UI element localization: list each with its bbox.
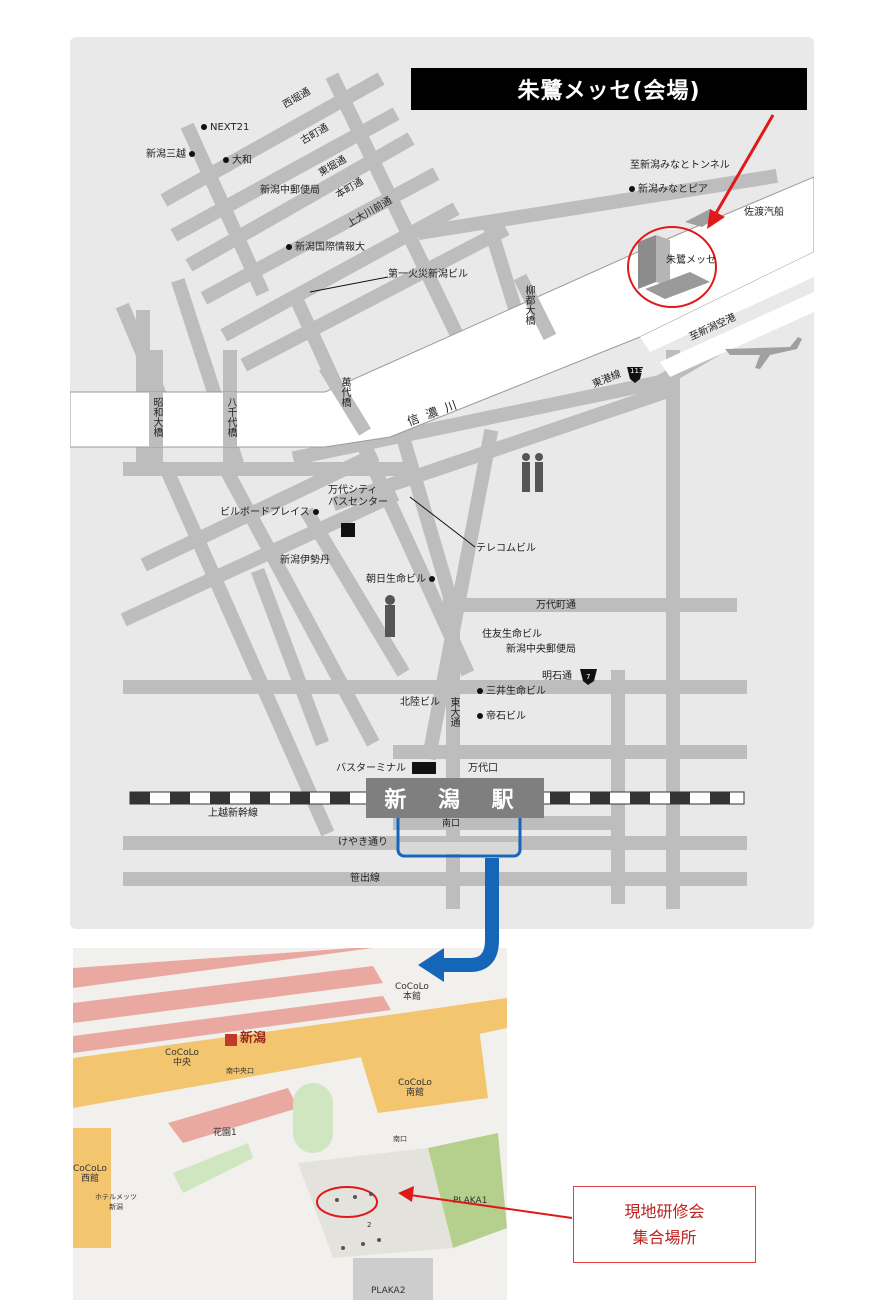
label-area-num: 2 [367, 1221, 372, 1229]
tokimesse-building [627, 226, 717, 308]
bandai-city-box [341, 523, 355, 537]
cocolo-nankan [358, 1020, 488, 1113]
label-bandai-city-2: バスセンター [328, 497, 388, 508]
cocolo-seikan [73, 1128, 111, 1248]
road-cross-2 [325, 72, 480, 372]
airplane-icon [725, 337, 802, 369]
meeting-line-1: 現地研修会 [624, 1201, 705, 1221]
label-post-chuo: 新潟中郵便局 [260, 185, 320, 196]
bus-terminal-box [412, 762, 436, 774]
park-oval [293, 1083, 333, 1153]
label-yachiyo-bridge: 八千代橋 [225, 397, 236, 437]
road-sw-8 [250, 567, 330, 747]
plaka1-building [428, 1133, 507, 1248]
label-route7: 7 [586, 673, 591, 681]
label-bus-terminal: バスターミナル [336, 763, 406, 774]
road-sw-7 [300, 507, 410, 677]
label-kokusai: 新潟国際情報大 [283, 242, 365, 254]
road-sw-6 [421, 428, 499, 761]
road-sw-4 [220, 467, 380, 747]
label-teiseki: 帝石ビル [474, 711, 526, 723]
bus-stop-markers [335, 1192, 381, 1250]
south-central-exit-area [168, 1088, 298, 1143]
label-keyaki: けやき通り [338, 837, 388, 848]
meeting-point-label: 現地研修会 集合場所 [573, 1186, 756, 1263]
venue-arrow [713, 114, 775, 216]
green-strip [173, 1143, 253, 1193]
station-area-shapes [73, 948, 507, 1300]
venue-circle [627, 226, 717, 308]
label-sado-kisen: 佐渡汽船 [744, 207, 784, 218]
label-hanazono: 花園1 [213, 1128, 237, 1138]
label-station-niigata: 新潟 [240, 1031, 267, 1046]
label-telecom: テレコムビル [476, 543, 536, 554]
city-map: 西堀通 古町通 東堀通 本町通 上大川前通 NEXT21 新潟三越 大和 新潟中… [70, 37, 814, 929]
south-exit-plaza [398, 842, 518, 854]
coast [660, 292, 814, 377]
road-cross-1 [180, 122, 270, 297]
label-plaka2: PLAKA2 [371, 1286, 406, 1296]
label-akashi: 明石通 [542, 671, 572, 682]
platforms [73, 948, 391, 1053]
bus-plaza [298, 1148, 453, 1258]
label-bandai-city-1: 万代シティ [328, 485, 378, 496]
label-mitsukoshi: 新潟三越 [146, 149, 198, 161]
road-sw-2 [140, 447, 380, 572]
river-mouth [640, 252, 814, 352]
venue-title: 朱鷺メッセ(会場) [411, 68, 807, 110]
label-minato-pier: 新潟みなとピア [626, 184, 708, 196]
label-isetan: 新潟伊勢丹 [280, 555, 330, 566]
road-sw-1 [120, 487, 400, 627]
road-higashiko-2 [331, 383, 674, 511]
label-daiichi: 第一火災新潟ビル [388, 269, 468, 280]
label-next21: NEXT21 [198, 122, 249, 134]
road-higashiko [291, 373, 669, 466]
label-daiwa: 大和 [220, 155, 252, 167]
station-name: 新 潟 駅 [366, 778, 544, 818]
label-higashi-dori: 東大通 [448, 697, 459, 727]
station-building [73, 998, 507, 1108]
label-to-minato-tunnel: 至新潟みなとトンネル [630, 160, 730, 171]
route-7-shield [580, 669, 597, 685]
label-bandai-bridge: 萬代橋 [339, 377, 350, 407]
city-map-roads [70, 72, 814, 909]
label-joetsu: 上越新幹線 [208, 808, 258, 819]
pedestrians-icon [385, 453, 543, 637]
label-ryuto-bridge: 柳都大橋 [523, 285, 534, 325]
road-sw-5 [391, 418, 459, 606]
label-bandai-exit: 万代口 [468, 763, 498, 774]
label-south-central-exit: 南中央口 [226, 1067, 254, 1075]
label-mitsui: 三井生命ビル [474, 686, 546, 698]
label-hokuriku: 北陸ビル [400, 697, 440, 708]
label-asahi: 朝日生命ビル [366, 574, 438, 586]
label-tokimesse: 朱鷺メッセ [666, 255, 716, 266]
label-route113: 113 [630, 367, 644, 375]
venue-arrow-head [707, 209, 725, 229]
ryuto-bridge [513, 273, 557, 341]
label-post-central: 新潟中央郵便局 [506, 644, 576, 655]
label-plaka1: PLAKA1 [453, 1196, 488, 1206]
plaka2-building [353, 1258, 433, 1300]
label-hotel: ホテルメッツ新潟 [95, 1193, 137, 1211]
label-sumitomo: 住友生命ビル [482, 629, 542, 640]
label-sasade: 笹出線 [350, 873, 380, 884]
meeting-point-circle [316, 1186, 378, 1218]
meeting-line-2: 集合場所 [632, 1227, 697, 1247]
label-bandaicho: 万代町通 [536, 600, 576, 611]
label-south-exit: 南口 [442, 819, 461, 829]
label-south-exit-small: 南口 [393, 1135, 407, 1143]
road-sw-3 [160, 467, 335, 837]
jr-station-icon [225, 1034, 237, 1046]
label-showa-bridge: 昭和大橋 [151, 397, 162, 437]
label-billboard: ビルボードプレイス [220, 507, 322, 519]
route-113-shield [627, 367, 643, 383]
road-riverside-north [240, 222, 510, 372]
bandai-bridge [319, 363, 371, 436]
